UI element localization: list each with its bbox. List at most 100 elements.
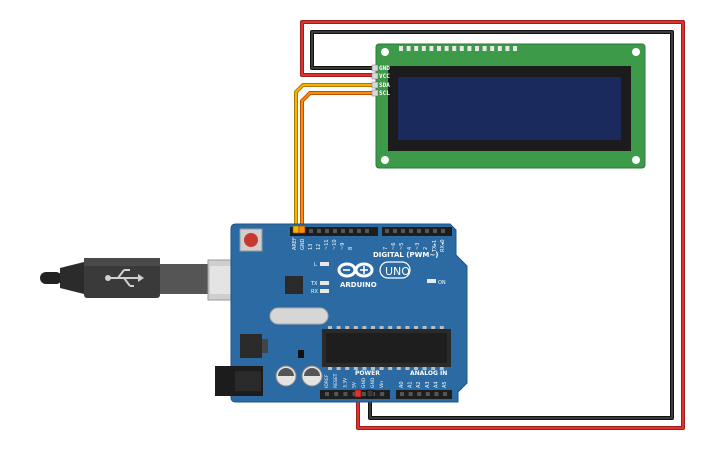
mount-hole — [632, 156, 640, 164]
analog-section-label: ANALOG IN — [410, 370, 447, 377]
header-hole[interactable] — [352, 392, 357, 396]
header-hole[interactable] — [357, 229, 361, 233]
header-hole[interactable] — [425, 229, 429, 233]
digital-pin-label: 2 — [423, 247, 429, 250]
header-hole[interactable] — [309, 229, 313, 233]
header-hole[interactable] — [334, 392, 339, 396]
led-tx — [320, 281, 329, 285]
header-hole[interactable] — [317, 229, 321, 233]
header-hole[interactable] — [393, 229, 397, 233]
chip-pin — [405, 326, 410, 329]
lcd-pad — [444, 46, 449, 51]
usb-symbol-icon — [105, 269, 144, 287]
power-pin-label: Vin — [379, 381, 385, 388]
digital-pin-label: ~6 — [391, 243, 397, 250]
header-hole[interactable] — [349, 229, 353, 233]
header-hole[interactable] — [408, 392, 413, 396]
power-section-label: POWER — [355, 370, 380, 377]
lcd-pad — [406, 46, 411, 51]
header-hole[interactable] — [417, 392, 422, 396]
usb-cable[interactable] — [40, 258, 263, 301]
wire-sda-yellow[interactable] — [294, 83, 379, 228]
digital-pin-label: 12 — [316, 244, 322, 250]
header-hole[interactable] — [385, 229, 389, 233]
chip-pin — [396, 367, 401, 370]
mount-hole — [381, 156, 389, 164]
analog-pin-label: A1 — [408, 381, 414, 388]
power-pin-label: GND — [370, 377, 376, 388]
mount-hole — [381, 48, 389, 56]
chip-pin — [405, 367, 410, 370]
usb-connector — [160, 264, 208, 294]
lcd-pad — [459, 46, 464, 51]
chip-pin — [422, 367, 427, 370]
header-hole[interactable] — [409, 229, 413, 233]
lcd-pad — [437, 46, 441, 51]
header-hole[interactable] — [380, 392, 385, 396]
header-hole[interactable] — [361, 392, 366, 396]
chip-pin — [414, 367, 418, 370]
pin-label-gnd: GND — [300, 238, 306, 250]
header-hole[interactable] — [417, 229, 421, 233]
lcd-screen — [398, 77, 621, 140]
lcd-pad — [475, 46, 479, 51]
header-hole[interactable] — [400, 392, 404, 396]
analog-pin-label: A4 — [433, 381, 439, 388]
power-pin-label: 5V — [352, 381, 358, 388]
reset-button[interactable] — [239, 228, 263, 252]
header-hole[interactable] — [343, 392, 348, 396]
led-l-label: L — [314, 262, 317, 268]
chip-pin — [439, 367, 444, 370]
pin-label-aref: AREF — [292, 237, 298, 250]
chip-pin — [336, 367, 341, 370]
header-hole[interactable] — [443, 392, 447, 396]
power-pin-label: RESET — [333, 373, 339, 388]
power-jack[interactable] — [215, 366, 263, 396]
chip-pin — [345, 326, 350, 329]
header-hole[interactable] — [333, 229, 337, 233]
lcd-pad — [452, 46, 457, 51]
header-hole[interactable] — [341, 229, 345, 233]
led-tx-label: TX — [310, 281, 318, 287]
crystal — [269, 307, 329, 325]
header-hole[interactable] — [401, 229, 405, 233]
lcd-pad — [421, 46, 426, 51]
header-hole[interactable] — [433, 229, 437, 233]
uno-badge — [379, 261, 411, 279]
chip-pin — [422, 326, 427, 329]
analog-pin-label: A5 — [442, 381, 448, 388]
lcd-module[interactable]: GND VCC SDA SCL — [371, 43, 646, 169]
led-l — [320, 262, 329, 266]
chip-pin — [362, 367, 367, 370]
chip-pin — [431, 326, 436, 329]
chip-pin — [353, 326, 358, 329]
led-on-label: ON — [438, 280, 446, 286]
usb-chip — [285, 276, 303, 294]
digital-pin-label: 4 — [407, 247, 413, 250]
header-hole[interactable] — [325, 392, 329, 396]
digital-header — [290, 227, 452, 236]
header-hole[interactable] — [425, 392, 430, 396]
digital-pwm-label: DIGITAL (PWM~) — [373, 251, 438, 259]
led-on — [427, 279, 436, 283]
header-hole[interactable] — [365, 229, 369, 233]
lcd-pin-gnd-label: GND — [379, 65, 390, 72]
header-hole[interactable] — [441, 229, 445, 233]
analog-pin-label: A2 — [416, 381, 422, 388]
chip-pin — [336, 326, 341, 329]
wire-scl-orange[interactable] — [300, 91, 379, 228]
power-pin-label: IOREF — [324, 374, 330, 388]
arduino-logo-icon — [337, 262, 374, 278]
voltage-regulator — [240, 334, 262, 358]
lcd-pad — [399, 46, 403, 51]
chip-pin — [353, 367, 358, 370]
header-hole[interactable] — [434, 392, 439, 396]
header-hole[interactable] — [325, 229, 329, 233]
chip-pin — [388, 326, 393, 329]
led-rx — [320, 289, 329, 293]
